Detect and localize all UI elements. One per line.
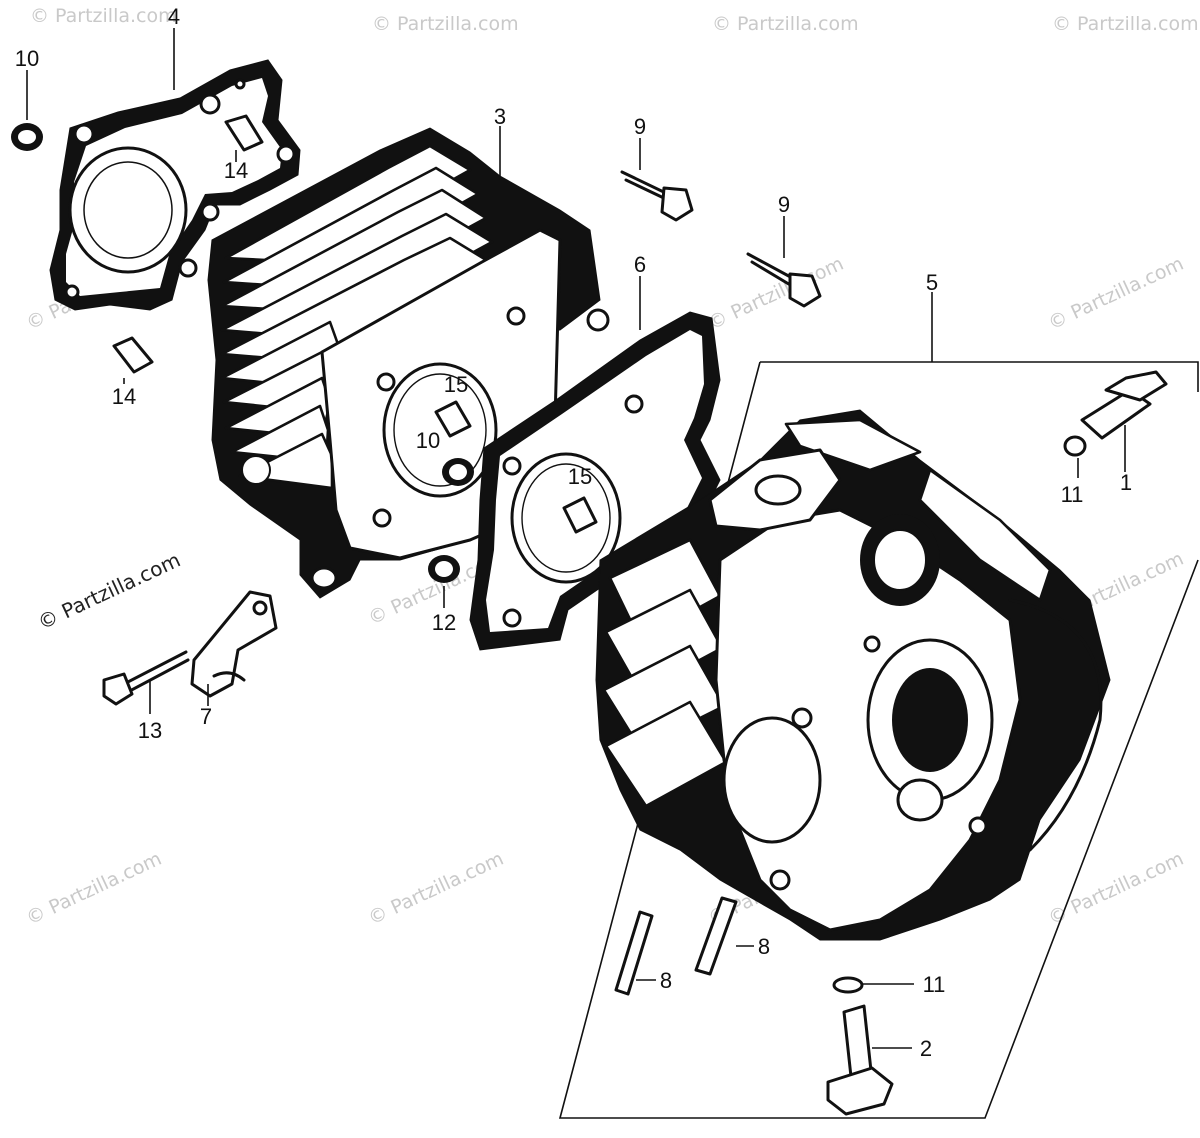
washer-11 (832, 976, 864, 994)
bolt-9 (746, 252, 822, 308)
watermark: © Partzilla.com (1045, 848, 1187, 930)
watermark: © Partzilla.com (705, 253, 847, 335)
watermark: © Partzilla.com (1045, 253, 1187, 335)
o-ring-10 (11, 123, 43, 151)
callout-8: 8 (758, 934, 770, 959)
callout-14: 14 (112, 384, 136, 409)
callout-9: 9 (778, 192, 790, 217)
head-gasket (469, 311, 721, 651)
callout-7: 7 (200, 704, 212, 729)
dowel-pin-14 (112, 336, 154, 374)
callout-labels: 10 4 14 14 3 9 9 6 5 15 10 15 11 1 12 13… (15, 4, 1132, 1061)
washer-11 (1063, 435, 1087, 457)
callout-1: 1 (1120, 470, 1132, 495)
callout-15: 15 (444, 372, 468, 397)
dowel-pin-14 (224, 114, 264, 152)
callout-6: 6 (634, 252, 646, 277)
cylinder-head (595, 409, 1111, 941)
callout-10: 10 (15, 46, 39, 71)
bolt-13 (102, 650, 190, 706)
callout-4: 4 (168, 4, 180, 29)
callout-11: 11 (1061, 482, 1084, 507)
callout-14: 14 (224, 158, 248, 183)
bolt-9 (620, 170, 694, 222)
pin-8 (614, 910, 654, 996)
callout-2: 2 (920, 1036, 932, 1061)
callout-9: 9 (634, 114, 646, 139)
callout-8: 8 (660, 968, 672, 993)
callout-5: 5 (926, 270, 938, 295)
callout-10: 10 (416, 428, 440, 453)
stud-bolt-2 (826, 1004, 894, 1116)
callout-13: 13 (138, 718, 162, 743)
stud-bolt-1 (1080, 370, 1168, 440)
callout-12: 12 (432, 610, 456, 635)
o-ring-12 (428, 555, 460, 583)
watermark: © Partzilla.com (1052, 13, 1199, 35)
pin-8 (694, 896, 738, 976)
cable-clamp-7 (190, 590, 278, 698)
watermark: © Partzilla.com (712, 13, 859, 35)
leader-lines (26, 28, 1126, 1049)
watermark: © Partzilla.com (30, 5, 177, 27)
callout-15: 15 (568, 464, 592, 489)
watermark: © Partzilla.com (23, 848, 165, 930)
watermark-dark: © Partzilla.com (34, 548, 184, 635)
callout-11: 11 (923, 972, 946, 997)
callout-3: 3 (494, 104, 506, 129)
watermark: © Partzilla.com (372, 13, 519, 35)
watermark: © Partzilla.com (365, 848, 507, 930)
